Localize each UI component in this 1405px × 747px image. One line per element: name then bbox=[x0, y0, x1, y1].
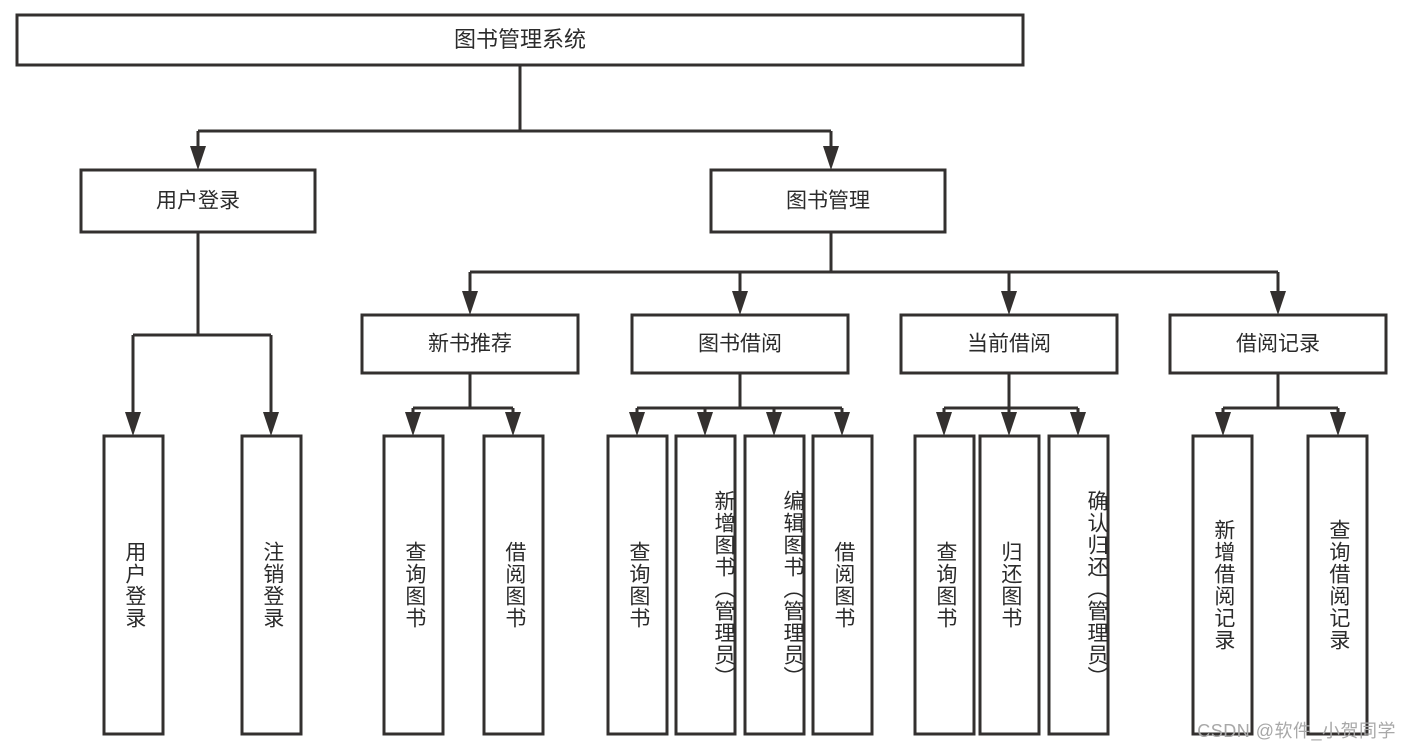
node-user-login-box[interactable] bbox=[79, 168, 317, 234]
node-root-label: 图书管理系统 bbox=[454, 27, 586, 52]
connector-group-borrow-records bbox=[1215, 373, 1346, 436]
node-book-manage-label: 图书管理 bbox=[786, 190, 870, 213]
node-borrow-records-box[interactable] bbox=[1168, 313, 1388, 375]
connector-group-root bbox=[190, 65, 839, 170]
node-borrow-records-label: 借阅记录 bbox=[1236, 333, 1320, 356]
node-new-book-recommend-box[interactable] bbox=[360, 313, 580, 375]
leaf-box-logout[interactable] bbox=[240, 434, 303, 736]
connector-group-user-login bbox=[125, 232, 279, 436]
connector-group-book-manage bbox=[462, 232, 1286, 315]
node-book-borrow-label: 图书借阅 bbox=[698, 333, 782, 356]
node-book-manage-box[interactable] bbox=[709, 168, 947, 234]
connector-group-current-borrow bbox=[936, 373, 1086, 436]
node-book-borrow-box[interactable] bbox=[630, 313, 850, 375]
leaf-box-borrow-book-2[interactable] bbox=[811, 434, 874, 736]
node-user-login-label: 用户登录 bbox=[156, 190, 240, 213]
leaf-box-query-book-2[interactable] bbox=[606, 434, 669, 736]
leaf-box-confirm-return-admin[interactable] bbox=[1047, 434, 1110, 736]
node-current-borrow-box[interactable] bbox=[899, 313, 1119, 375]
leaf-box-query-borrow-record[interactable] bbox=[1306, 434, 1369, 736]
leaf-box-add-borrow-record[interactable] bbox=[1191, 434, 1254, 736]
leaf-box-edit-book-admin[interactable] bbox=[743, 434, 806, 736]
connector-group-new-book bbox=[405, 373, 521, 436]
connector-group-book-borrow bbox=[629, 373, 850, 436]
node-current-borrow-label: 当前借阅 bbox=[967, 333, 1051, 356]
leaf-box-return-book[interactable] bbox=[978, 434, 1041, 736]
leaf-box-user-login[interactable] bbox=[102, 434, 165, 736]
node-new-book-recommend-label: 新书推荐 bbox=[428, 333, 512, 356]
watermark-text: CSDN @软件_小贺同学 bbox=[1197, 721, 1396, 741]
leaf-box-add-book-admin[interactable] bbox=[674, 434, 737, 736]
node-root-box[interactable] bbox=[15, 13, 1025, 67]
leaf-box-query-book-3[interactable] bbox=[913, 434, 976, 736]
leaf-box-borrow-book-1[interactable] bbox=[482, 434, 545, 736]
leaf-box-query-book-1[interactable] bbox=[382, 434, 445, 736]
